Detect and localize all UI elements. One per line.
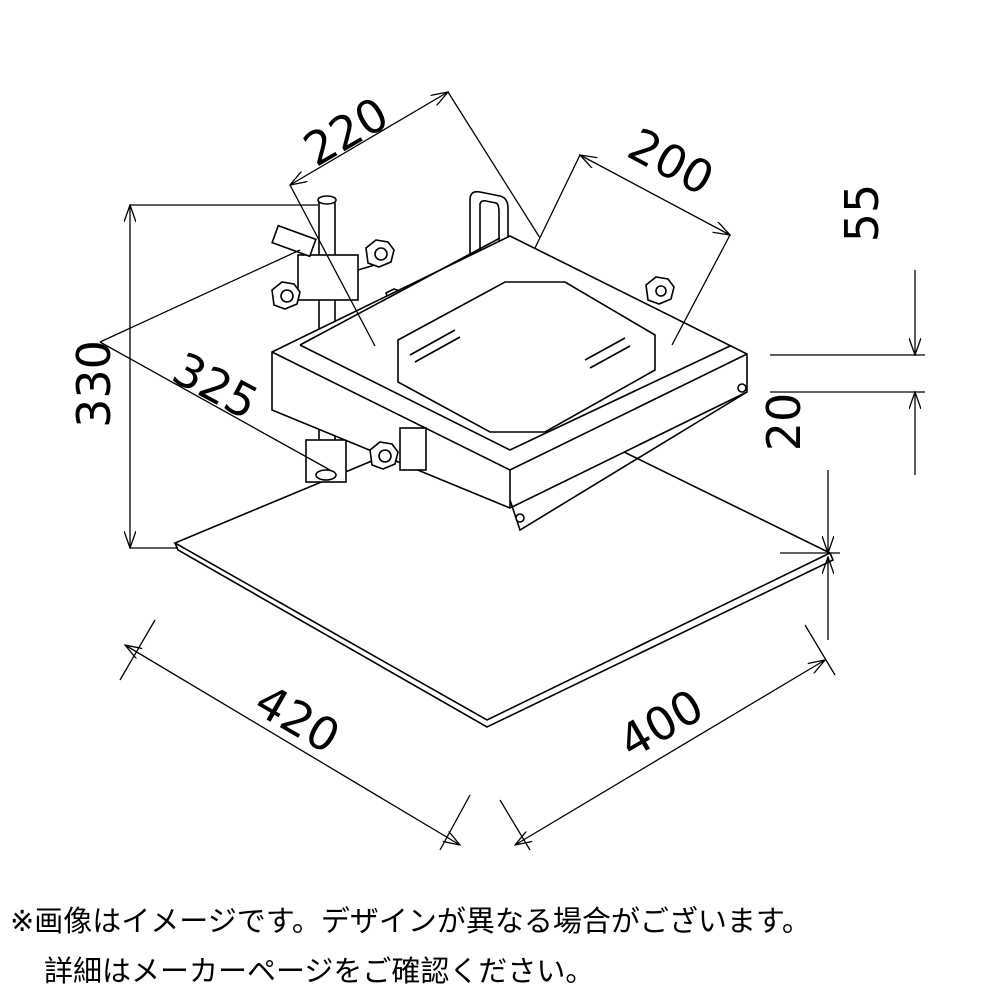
dim-reach-label: 325 xyxy=(164,341,267,430)
knob-icon xyxy=(369,441,399,470)
knob-icon xyxy=(365,239,395,268)
dimension-lines xyxy=(119,92,915,851)
dim-tray-height-label: 55 xyxy=(835,184,889,243)
disclaimer-line-2: 詳細はメーカーページをご確認ください。 xyxy=(44,954,595,988)
dim-base-thickness-label: 20 xyxy=(757,393,811,452)
dim-width-top-label: 220 xyxy=(294,86,397,177)
dim-base-depth-label: 400 xyxy=(609,678,712,769)
dim-depth-top-label: 200 xyxy=(620,117,723,206)
knob-icon xyxy=(645,276,675,305)
tray xyxy=(271,235,748,532)
knob-icon xyxy=(271,281,301,310)
tray-handle xyxy=(469,190,509,262)
dim-base-width-label: 420 xyxy=(246,674,349,765)
dim-height-total-label: 330 xyxy=(67,340,121,428)
product-dimension-drawing: 220 200 330 325 420 400 55 20 xyxy=(67,86,925,851)
disclaimer-line-1: ※画像はイメージです。デザインが異なる場合がございます。 xyxy=(10,904,811,938)
